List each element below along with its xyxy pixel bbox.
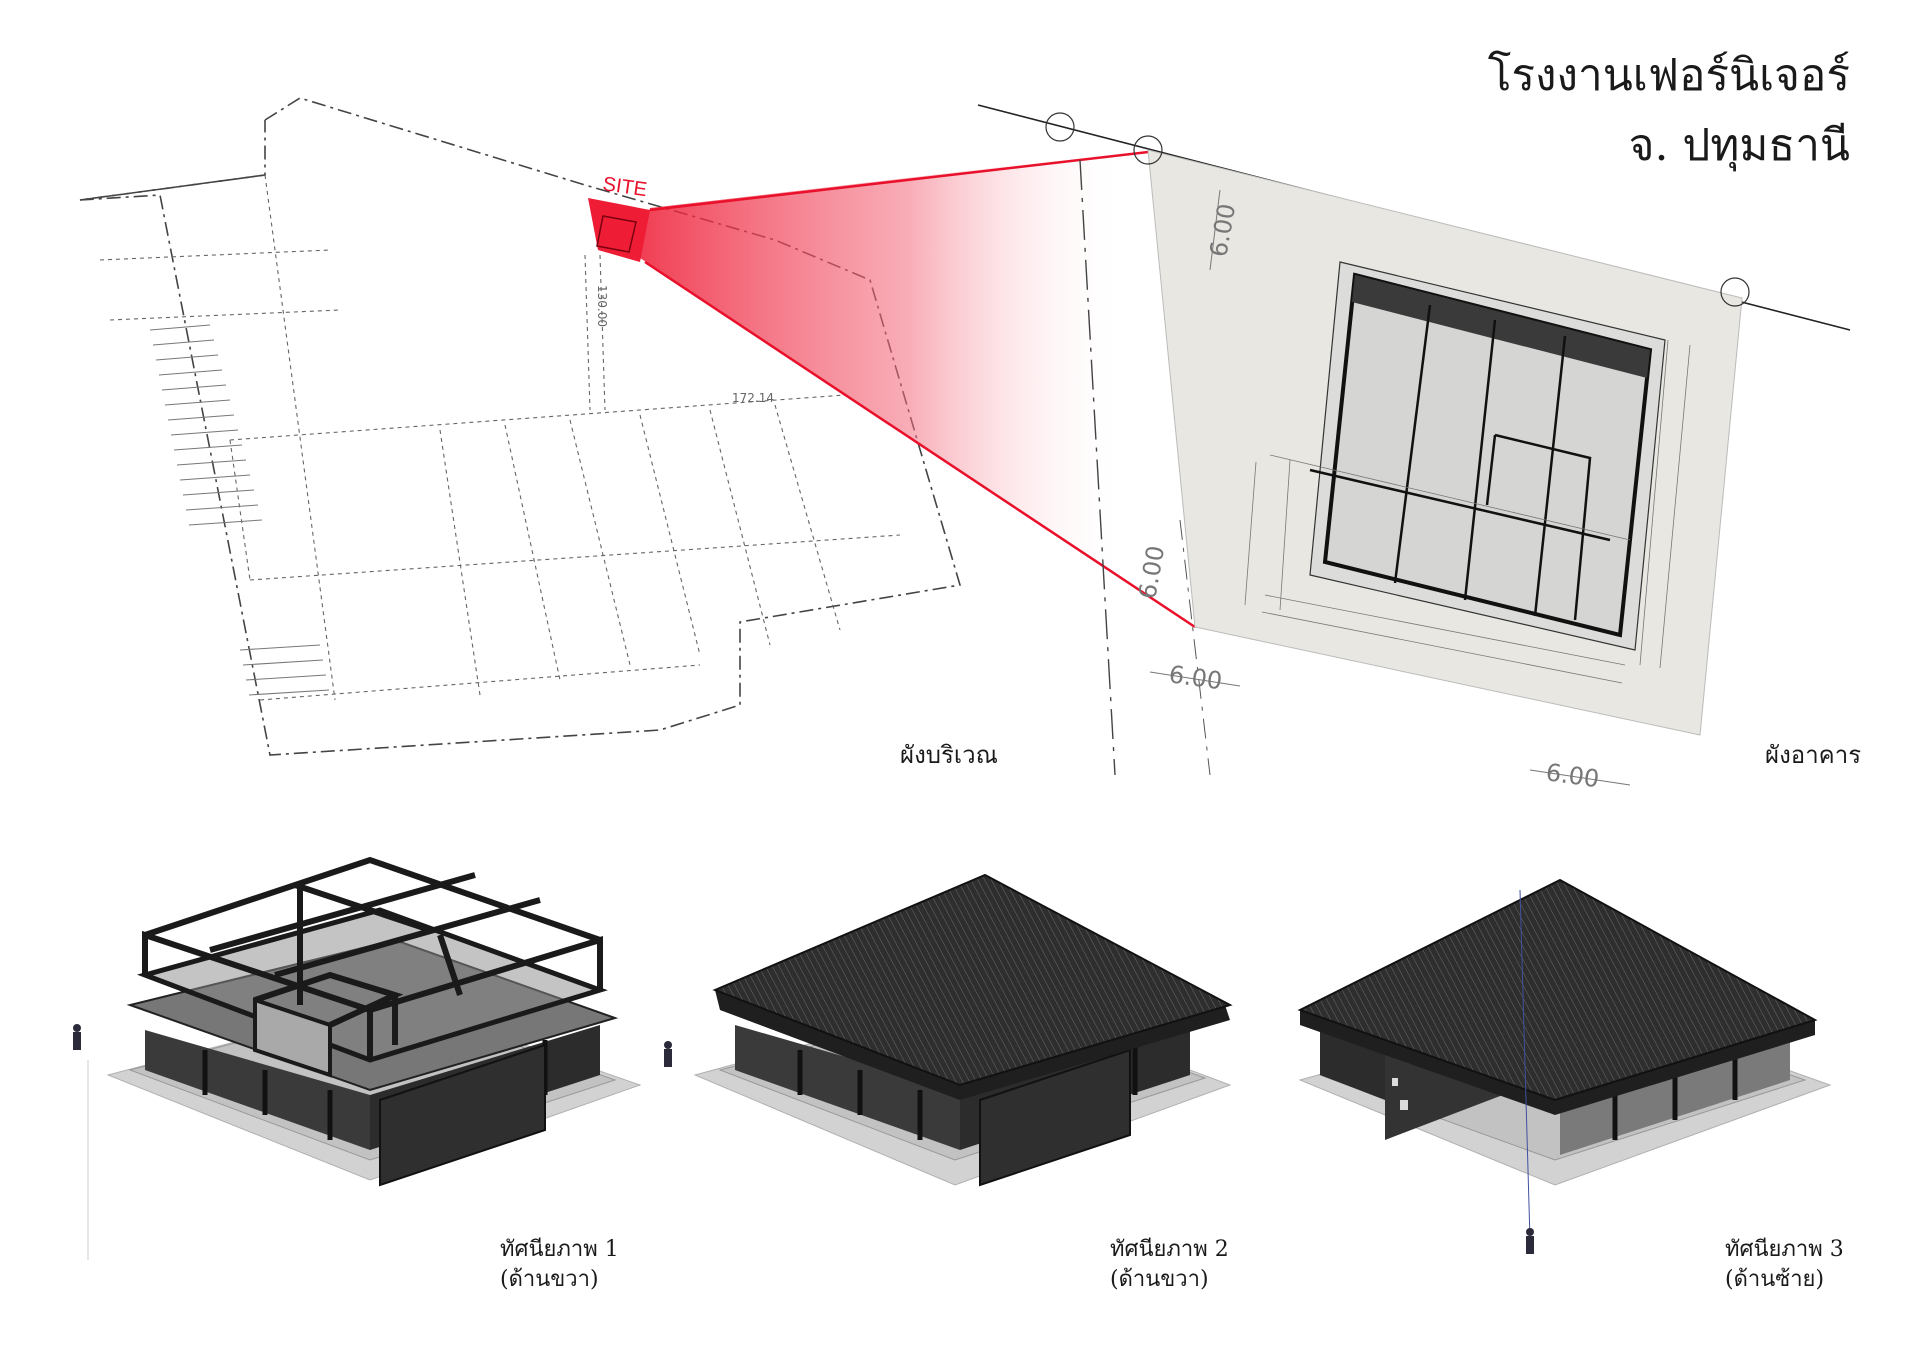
site-dim-vertical: 130.00: [595, 285, 609, 327]
site-plan-stair-hatch: [149, 324, 330, 696]
site-plan-caption: ผังบริเวณ: [900, 741, 998, 769]
view-3-roof-surface: [1297, 878, 1818, 1102]
view-3-model: [1297, 878, 1832, 1254]
view-2-model: [664, 873, 1233, 1187]
view-1-scale-figure: [73, 1024, 81, 1050]
view-2-roof-surface: [712, 873, 1233, 1087]
setback-left-bottom-label: 6.00: [1167, 660, 1224, 695]
setback-right-bottom-label: 6.00: [1544, 758, 1601, 793]
view-2-caption: ทัศนียภาพ 2 (ด้านขวา): [1110, 1235, 1229, 1295]
view-3-roof: [1300, 1010, 1815, 1115]
beam-edge-top: [649, 150, 1149, 212]
view-1-subtitle: (ด้านขวา): [500, 1267, 599, 1292]
building-plan-caption: ผังอาคาร: [1765, 741, 1862, 769]
view-1-title: ทัศนียภาพ 1: [500, 1237, 619, 1262]
view-3-title: ทัศนียภาพ 3: [1725, 1237, 1844, 1262]
building-roof-edge: [1352, 275, 1650, 378]
building-plan: 6.00 6.00 6.00 6.00: [977, 104, 1851, 793]
view-2-subtitle: (ด้านขวา): [1110, 1267, 1209, 1292]
setback-line-left: [1079, 159, 1116, 776]
grid-bubble-3: [1720, 277, 1750, 307]
grid-bubble-1: [1045, 112, 1075, 142]
view-2-title: ทัศนียภาพ 2: [1110, 1237, 1229, 1262]
site-boundary: [79, 97, 962, 756]
site-marker: [588, 198, 650, 262]
project-title: โรงงานเฟอร์นิเจอร์: [1487, 50, 1850, 101]
view-1-model: [73, 856, 642, 1260]
view-1-caption: ทัศนียภาพ 1 (ด้านขวา): [500, 1235, 619, 1295]
view-2-scale-figure: [664, 1041, 672, 1067]
site-marker-inner: [596, 215, 637, 253]
site-plan: [79, 97, 962, 756]
project-location: จ. ปทุมธานี: [1628, 120, 1850, 171]
site-label: SITE: [601, 173, 648, 201]
site-dim-horizontal: 172.14: [732, 391, 774, 405]
site-projection-beam: [640, 150, 1195, 627]
view-3-scale-figure: [1526, 1228, 1534, 1254]
view-3-subtitle: (ด้านซ้าย): [1725, 1267, 1825, 1292]
site-plan-lots: [99, 174, 901, 701]
view-3-caption: ทัศนียภาพ 3 (ด้านซ้าย): [1725, 1235, 1844, 1295]
grid-bubble-2: [1133, 135, 1163, 165]
